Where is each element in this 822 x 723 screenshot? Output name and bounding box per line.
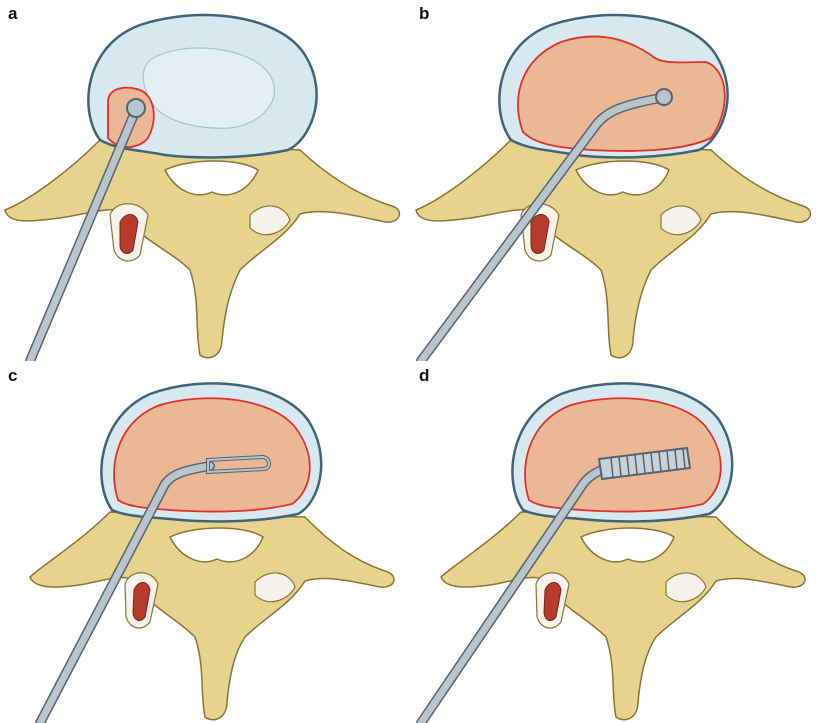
vertebra — [415, 139, 812, 359]
intervertebral-disc — [511, 382, 734, 523]
vertebra — [4, 139, 401, 359]
panel-c-illustration — [29, 382, 395, 723]
nucleus-cavity — [517, 35, 726, 152]
intervertebral-disc — [87, 13, 318, 159]
panel-label-b: b — [419, 4, 430, 23]
panel-b: b — [411, 0, 822, 361]
panel-a: a — [0, 0, 411, 361]
ridged-rasp — [416, 446, 692, 723]
panel-b-illustration — [415, 13, 812, 361]
intervertebral-disc — [498, 13, 729, 159]
nerve-root — [543, 582, 562, 621]
vertebra — [29, 511, 395, 721]
nucleus-cavity — [113, 397, 311, 513]
angled-ball-tip-probe — [416, 88, 673, 361]
panel-label-a: a — [8, 4, 18, 23]
ball-tip-probe — [25, 98, 146, 361]
panel-label-d: d — [419, 366, 430, 385]
intervertebral-disc — [100, 382, 323, 523]
loop-curette — [35, 454, 271, 723]
nerve-root — [530, 214, 550, 254]
panel-label-c: c — [8, 366, 18, 385]
nucleus-cavity — [524, 397, 722, 513]
panel-a-illustration — [4, 13, 401, 361]
panel-c: c — [0, 362, 411, 723]
panel-d: d — [411, 362, 822, 723]
panel-d-illustration — [416, 382, 806, 723]
nerve-root — [132, 582, 151, 621]
nerve-root — [119, 214, 139, 254]
